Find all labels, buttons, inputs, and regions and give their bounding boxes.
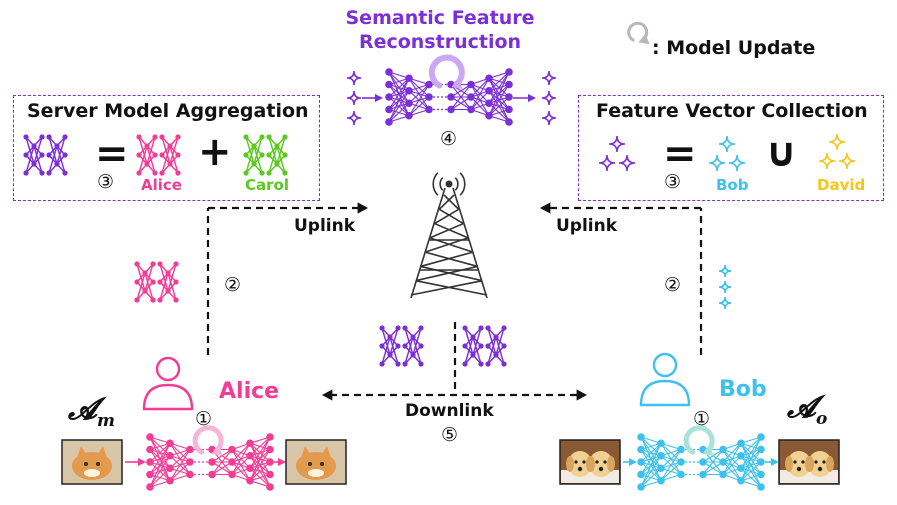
downlink-label: Downlink bbox=[405, 401, 494, 421]
reconstruction-step: ④ bbox=[440, 128, 458, 150]
alice-out-arrow-head bbox=[278, 458, 286, 466]
uplink-right-arrow bbox=[540, 202, 551, 214]
bob-feature-icon bbox=[708, 154, 726, 172]
david-feature-icon bbox=[818, 152, 836, 170]
alice-network-icon bbox=[146, 433, 274, 491]
bob-in-arrow-head bbox=[629, 458, 637, 466]
neural-net-icon bbox=[243, 134, 265, 176]
neural-net-icon bbox=[159, 134, 181, 176]
collected-feature-icon bbox=[608, 135, 626, 153]
server-aggregation-box bbox=[13, 95, 320, 201]
agent-m-symbol: 𝓐m bbox=[68, 392, 115, 431]
david-feature-icon bbox=[828, 133, 846, 151]
reconstruction-refresh-icon bbox=[428, 54, 465, 90]
bob-uplink-feature-icon bbox=[718, 296, 732, 310]
title: Semantic Feature Reconstruction bbox=[345, 7, 535, 53]
alice-name: Alice bbox=[219, 379, 280, 404]
output-feature-diamond-icon bbox=[541, 70, 557, 86]
neural-net-icon bbox=[379, 325, 401, 367]
neural-net-icon bbox=[157, 261, 179, 303]
aggregation-carol-label: Carol bbox=[245, 176, 289, 194]
aggregation-plus: + bbox=[198, 129, 232, 175]
uplink-left-label: Uplink bbox=[294, 216, 356, 236]
alice-output-photo bbox=[285, 439, 347, 485]
downlink-left-arrow bbox=[322, 389, 333, 401]
tower-icon bbox=[410, 172, 488, 299]
bob-step: ① bbox=[693, 408, 711, 430]
alice-refresh-icon bbox=[192, 425, 224, 456]
collection-union: ∪ bbox=[765, 130, 798, 176]
input-arrow-head bbox=[375, 94, 383, 102]
alice-input-photo bbox=[61, 439, 123, 485]
neural-net-icon bbox=[266, 134, 288, 176]
neural-net-icon bbox=[462, 325, 484, 367]
neural-net-icon bbox=[136, 134, 158, 176]
reconstruction-network-icon bbox=[385, 68, 513, 126]
bob-name: Bob bbox=[719, 377, 767, 402]
input-feature-diamond-icon bbox=[346, 110, 362, 126]
alice-step: ① bbox=[195, 408, 213, 430]
output-feature-diamond-icon bbox=[541, 90, 557, 106]
feature-collection-title: Feature Vector Collection bbox=[596, 100, 868, 122]
uplink-left-arrow bbox=[357, 202, 368, 214]
output-feature-diamond-icon bbox=[541, 110, 557, 126]
agent-o-symbol: 𝓐o bbox=[787, 390, 828, 429]
neural-net-icon bbox=[402, 325, 424, 367]
bob-uplink-feature-icon bbox=[718, 264, 732, 278]
bob-network-icon bbox=[637, 433, 765, 491]
alice-in-arrow-head bbox=[138, 458, 146, 466]
bob-feature-icon bbox=[728, 154, 746, 172]
server-aggregation-title: Server Model Aggregation bbox=[27, 100, 309, 122]
bob-feature-icon bbox=[718, 135, 736, 153]
bob-output-photo bbox=[778, 439, 840, 485]
downlink-step: ⑤ bbox=[441, 424, 459, 446]
aggregation-alice-label: Alice bbox=[141, 176, 182, 194]
neural-net-icon bbox=[485, 325, 507, 367]
collection-bob-label: Bob bbox=[716, 176, 749, 194]
input-feature-diamond-icon bbox=[346, 70, 362, 86]
neural-net-icon bbox=[134, 261, 156, 303]
aggregation-equals: = bbox=[95, 131, 129, 177]
legend-text: : Model Update bbox=[652, 37, 816, 59]
collected-feature-icon bbox=[618, 154, 636, 172]
alice-user-icon bbox=[142, 356, 194, 411]
collection-equals: = bbox=[663, 131, 697, 177]
input-feature-diamond-icon bbox=[346, 90, 362, 106]
aggregation-step: ③ bbox=[97, 171, 115, 193]
left-step: ② bbox=[224, 274, 242, 296]
bob-input-photo bbox=[559, 439, 621, 485]
neural-net-icon bbox=[46, 134, 68, 176]
neural-net-icon bbox=[23, 134, 45, 176]
david-feature-icon bbox=[838, 152, 856, 170]
legend-refresh-icon bbox=[627, 21, 650, 45]
bob-uplink-feature-icon bbox=[718, 280, 732, 294]
right-step: ② bbox=[664, 274, 682, 296]
uplink-right-label: Uplink bbox=[556, 216, 618, 236]
feature-collection-box bbox=[578, 95, 884, 201]
bob-user-icon bbox=[639, 352, 691, 407]
collection-step: ③ bbox=[664, 171, 682, 193]
output-arrow-head bbox=[528, 94, 536, 102]
bob-refresh-icon bbox=[683, 425, 715, 456]
collection-david-label: David bbox=[817, 176, 866, 194]
downlink-right-arrow bbox=[576, 389, 587, 401]
collected-feature-icon bbox=[598, 154, 616, 172]
bob-out-arrow-head bbox=[771, 458, 779, 466]
